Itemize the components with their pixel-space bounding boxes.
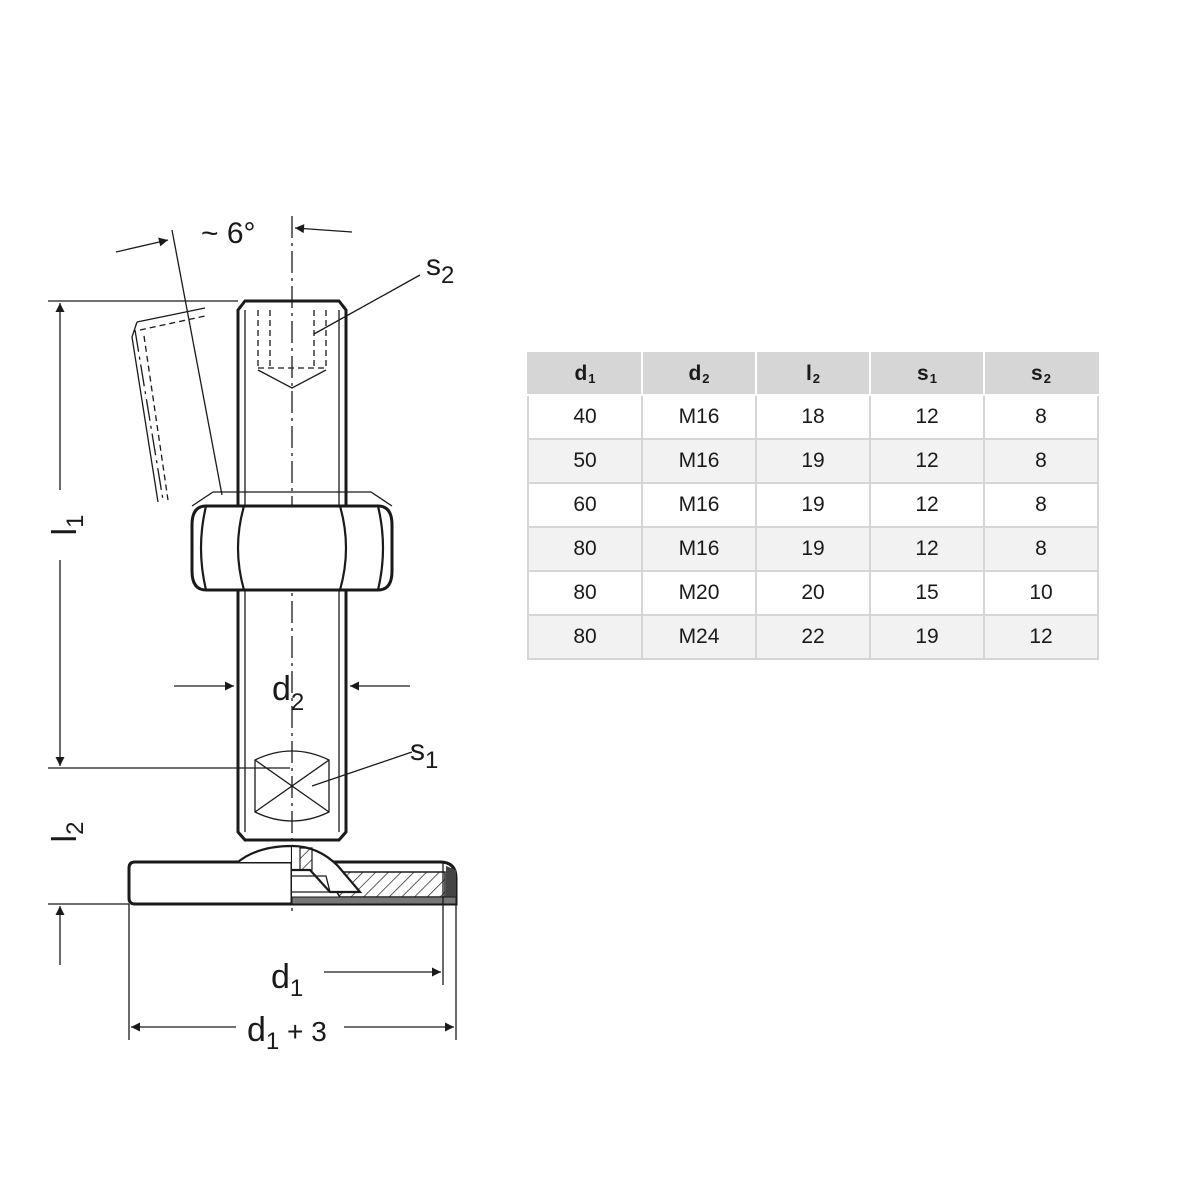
svg-text:d1: d1 <box>271 958 303 1002</box>
dimension-d1-plus-3: d1 + 3 <box>128 904 457 1055</box>
header-s2: s2 <box>983 352 1099 396</box>
d2-label: d <box>272 670 291 708</box>
table-cell: 60 <box>527 482 643 528</box>
table-cell: M16 <box>641 394 757 440</box>
table-cell: 20 <box>755 570 871 616</box>
tilted-tool-phantom <box>131 307 206 503</box>
dimension-l2: l2 <box>46 822 129 965</box>
table-row: 40 M16 18 12 8 <box>527 394 1099 440</box>
table-row: 50 M16 19 12 8 <box>527 438 1099 484</box>
angle-dimension: ~ 6° <box>115 217 353 496</box>
table-cell: 18 <box>755 394 871 440</box>
table-header-row: d1 d2 l2 s1 s2 <box>527 352 1099 396</box>
table-cell: 12 <box>869 438 985 484</box>
base-plate <box>127 844 458 906</box>
table-cell: 10 <box>983 570 1099 616</box>
dimension-l1: l1 <box>46 300 290 769</box>
table-cell: 8 <box>983 438 1099 484</box>
svg-text:s1: s1 <box>410 734 438 774</box>
table-cell: 50 <box>527 438 643 484</box>
svg-text:d2: d2 <box>272 670 304 716</box>
table-cell: M20 <box>641 570 757 616</box>
table-cell: 80 <box>527 526 643 572</box>
header-d2: d2 <box>641 352 757 396</box>
table-cell: M24 <box>641 614 757 660</box>
hex-nut <box>190 491 394 592</box>
s1-label: s <box>410 734 425 767</box>
leader-s1: s1 <box>311 734 438 787</box>
header-s1: s1 <box>869 352 985 396</box>
table-cell: 19 <box>755 482 871 528</box>
l2-label: l <box>46 835 84 843</box>
table-cell: 80 <box>527 614 643 660</box>
header-d1: d1 <box>527 352 643 396</box>
s2-label: s <box>426 249 441 282</box>
table-cell: M16 <box>641 526 757 572</box>
table-row: 80 M16 19 12 8 <box>527 526 1099 572</box>
dimension-d1: d1 <box>271 862 444 1002</box>
table-row: 60 M16 19 12 8 <box>527 482 1099 528</box>
table-row: 80 M24 22 19 12 <box>527 614 1099 660</box>
table-cell: 80 <box>527 570 643 616</box>
svg-text:d1 + 3: d1 + 3 <box>247 1011 327 1055</box>
header-l2: l2 <box>755 352 871 396</box>
table-cell: M16 <box>641 438 757 484</box>
table-cell: 8 <box>983 526 1099 572</box>
table-cell: 22 <box>755 614 871 660</box>
svg-text:l2: l2 <box>46 822 89 843</box>
table-cell: 8 <box>983 482 1099 528</box>
table-cell: 12 <box>983 614 1099 660</box>
table-cell: 19 <box>755 438 871 484</box>
table-cell: 19 <box>869 614 985 660</box>
table-cell: 19 <box>755 526 871 572</box>
svg-text:s2: s2 <box>426 249 454 289</box>
table-cell: 12 <box>869 394 985 440</box>
dimension-d2: d2 <box>174 670 410 716</box>
table-cell: 12 <box>869 526 985 572</box>
table-cell: M16 <box>641 482 757 528</box>
table-cell: 40 <box>527 394 643 440</box>
dimensions-table: d1 d2 l2 s1 s2 40 M16 18 12 8 50 M16 19 … <box>527 352 1099 660</box>
l1-label: l <box>46 528 84 536</box>
table-row: 80 M20 20 15 10 <box>527 570 1099 616</box>
table-cell: 15 <box>869 570 985 616</box>
d1-label: d <box>271 958 290 996</box>
table-cell: 8 <box>983 394 1099 440</box>
d1p3-label: d <box>247 1011 266 1049</box>
svg-text:l1: l1 <box>46 515 89 536</box>
leader-s2: s2 <box>313 249 454 335</box>
table-cell: 12 <box>869 482 985 528</box>
angle-label: ~ 6° <box>201 217 256 250</box>
